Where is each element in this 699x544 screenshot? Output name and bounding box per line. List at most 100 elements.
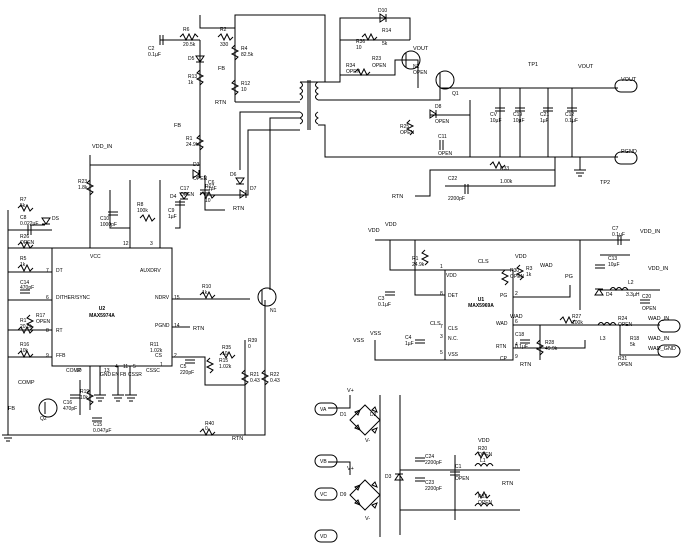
label-r1c-val: 24.9k: [412, 262, 425, 268]
label-r24b-ref: R24: [618, 316, 627, 322]
connector-vc: [314, 487, 338, 501]
diode-ds-symbol: [41, 217, 51, 225]
u1-pin7-num: 7: [440, 324, 443, 330]
label-c19-val: 10µF: [513, 118, 525, 124]
label-r21-val: 0.43: [250, 378, 260, 384]
diode-d6-symbol: [235, 177, 245, 185]
u1-pin-cp: CP: [500, 356, 508, 362]
label-r25-val: OPEN: [400, 130, 415, 136]
label-r13-val: 1k: [188, 80, 194, 86]
bridge-upper: [349, 404, 381, 436]
net-vplus-2: V+: [347, 466, 354, 472]
label-d6-ref: D6: [230, 172, 237, 178]
label-d4-ref: D4: [170, 194, 177, 200]
resistor-r12-symbol: [230, 79, 240, 96]
u2-pin1-num: 1: [160, 362, 163, 368]
label-c15-val: 0.047µF: [93, 428, 111, 434]
label-c24-ref: C24: [425, 454, 434, 460]
label-r4-ref: R4: [241, 46, 248, 52]
label-d1-ref: D1: [340, 412, 347, 418]
resistor-r3-symbol: [515, 264, 525, 281]
label-r6-val: 20.5k: [183, 42, 196, 48]
net-vplus-1: V+: [347, 388, 354, 394]
label-r2-val: 330: [220, 42, 229, 48]
capacitor-c5-symbol: [185, 359, 195, 364]
resistor-r30-symbol: [500, 269, 510, 286]
u2-pin-dt: DT: [56, 268, 63, 274]
capacitor-c8-symbol: [27, 225, 32, 235]
label-c21-val: 1µF: [540, 118, 549, 124]
capacitor-c18-symbol: [495, 107, 505, 112]
label-r3-ref: R3: [526, 266, 533, 272]
label-r16-val: 10k: [20, 348, 29, 354]
net-fb-1: FB: [174, 123, 181, 129]
capacitor-c11-symbol: [439, 140, 444, 150]
diode-d4-symbol: [179, 192, 189, 200]
u2-pin-dither: DITHER/SYNC: [56, 295, 90, 301]
net-vdd-in-1: VDD_IN: [92, 144, 112, 150]
u1-pin9-num: 9: [515, 354, 518, 360]
resistor-r21-symbol: [240, 369, 250, 386]
u2-pin4-num: 4: [115, 364, 118, 370]
u2-pin15-num: 15: [174, 295, 180, 301]
label-c24-val: 2200pF: [425, 460, 442, 466]
label-r13-ref: R13: [188, 74, 197, 80]
label-c23-ref: C23: [425, 480, 434, 486]
label-l1-ref: L1: [480, 458, 486, 464]
label-c8-ref: C8: [20, 215, 27, 221]
capacitor-c20-symbol: [640, 299, 650, 304]
net-vminus-1: V-: [365, 438, 370, 444]
u2-pin-en: EN: [112, 372, 119, 378]
label-r1-ref: R1: [186, 136, 193, 142]
transistors: [38, 50, 455, 418]
label-r11-val: 1.02k: [150, 348, 163, 354]
u2-pin-fb: FB: [120, 372, 127, 378]
diode-d5-symbol: [195, 55, 205, 63]
u1-ref: U1: [478, 297, 485, 303]
ic-u2: U2 MAX5974A DT DITHER/SYNC RT FFB COMP C…: [46, 241, 180, 378]
resistor-r23-symbol: [85, 179, 95, 196]
net-labels: VDD_IN VDD_IN VDD_IN VDD VDD VDD VDD RTN…: [8, 46, 676, 522]
capacitor-c3-symbol: [385, 291, 395, 296]
u2-pin-cssc: CSSC: [146, 368, 160, 374]
label-c12-ref: C12: [565, 112, 574, 118]
label-r15-val: 1.02k: [219, 364, 232, 370]
capacitor-c7-symbol: [617, 235, 622, 245]
label-d7-ref: D7: [250, 186, 257, 192]
net-wad-in-2: WAD_IN: [648, 316, 669, 322]
net-vdd-in-3: VDD_IN: [648, 266, 668, 272]
connector-pgnd: [614, 151, 638, 165]
u1-part: MAX5969A: [468, 303, 494, 309]
label-r32-ref: R32: [478, 494, 487, 500]
label-c16-val: 0.022µF: [20, 221, 38, 227]
label-r36-val: 10: [356, 45, 362, 51]
label-cv-ref: CV: [490, 112, 498, 118]
net-vdd-4: VDD: [478, 438, 490, 444]
label-r40-ref: R40: [205, 421, 214, 427]
u2-pin-vcc: VCC: [90, 254, 101, 260]
label-r31-val: OPEN: [618, 362, 633, 368]
label-d8-ref: D8: [435, 104, 442, 110]
label-c5-val: 220pF: [180, 370, 194, 376]
connector-va: [314, 402, 338, 416]
u2-pin-comp: COMP: [66, 368, 82, 374]
net-wad-in-1: WAD_IN: [648, 336, 669, 342]
label-r20-val: OPEN: [478, 452, 493, 458]
net-tp2: TP2: [600, 180, 610, 186]
label-r24-val: OPEN: [372, 63, 387, 69]
u2-pin5-num: 5: [133, 364, 136, 370]
resistor-r20-symbol: [474, 450, 491, 460]
label-c23-val: 2200pF: [425, 486, 442, 492]
mosfet-n1-symbol: [257, 287, 277, 307]
label-c11-val: OPEN: [438, 151, 453, 157]
net-rtn-1: RTN: [215, 100, 226, 106]
u2-pin-gnd: GND: [100, 372, 112, 378]
net-vss-1: VSS: [353, 338, 364, 344]
label-c10-val: 1000pF: [100, 222, 117, 228]
u1-pin6-num: 6: [515, 319, 518, 325]
label-r36-ref: R36: [356, 39, 365, 45]
net-vout-3: VOUT: [621, 77, 637, 83]
label-r22-ref: R22: [270, 372, 279, 378]
ground-symbol-1: [574, 169, 586, 177]
